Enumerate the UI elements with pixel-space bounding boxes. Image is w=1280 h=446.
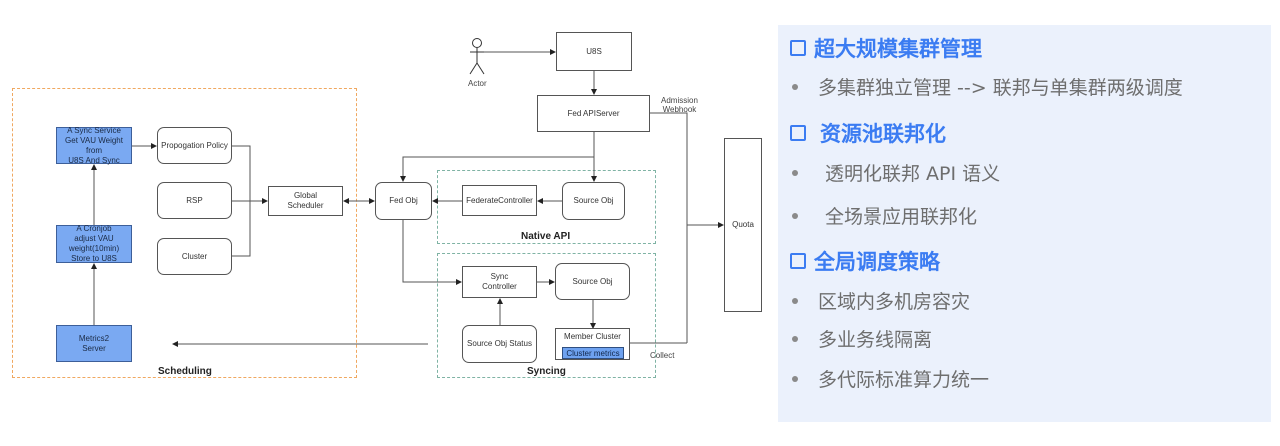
actor-icon: [469, 38, 485, 75]
bullet-icon: [792, 212, 798, 219]
list-item: 全场景应用联邦化: [790, 202, 977, 229]
cluster-metrics-node: Cluster metrics: [562, 347, 624, 359]
collect-label: Collect: [650, 351, 675, 360]
native-api-group: [437, 170, 656, 244]
scheduling-group-label: Scheduling: [158, 366, 212, 377]
cluster-node: Cluster: [157, 238, 232, 275]
syncing-group: [437, 253, 656, 378]
sync-controller-node: Sync Controller: [462, 266, 537, 298]
bullet-icon: [792, 169, 798, 176]
item-text: 全场景应用联邦化: [825, 206, 978, 228]
actor-label: Actor: [468, 79, 487, 88]
quota-node: Quota: [724, 138, 762, 312]
section-heading: 资源池联邦化: [790, 118, 946, 148]
list-item: 多代际标准算力统一: [790, 365, 989, 392]
admission-webhook-label: Admission Webhook: [661, 96, 698, 114]
checkbox-icon: [790, 40, 806, 56]
heading-text: 超大规模集群管理: [814, 37, 982, 61]
bullet-icon: [792, 375, 798, 382]
item-text: 区域内多机房容灾: [818, 291, 971, 313]
edge-fedobj-synccontroller: [402, 220, 462, 285]
section-heading: 全局调度策略: [790, 246, 940, 276]
heading-text: 资源池联邦化: [820, 122, 946, 146]
architecture-diagram: Scheduling Native API Syncing: [12, 32, 762, 378]
fed-obj-node: Fed Obj: [375, 182, 432, 220]
list-item: 多集群独立管理 --> 联邦与单集群两级调度: [790, 73, 1183, 100]
diagram-edges: [91, 38, 724, 347]
source-obj-sync-node: Source Obj: [555, 263, 630, 300]
propogation-policy-node: Propogation Policy: [157, 127, 232, 164]
fed-apiserver-node: Fed APIServer: [537, 95, 650, 132]
bullet-icon: [792, 83, 798, 90]
item-text: 多代际标准算力统一: [818, 369, 990, 391]
edge-apiserver-fedobj: [400, 156, 594, 182]
list-item: 区域内多机房容灾: [790, 287, 970, 314]
feature-panel: 超大规模集群管理 多集群独立管理 --> 联邦与单集群两级调度 资源池联邦化 透…: [778, 25, 1271, 422]
syncing-group-label: Syncing: [527, 366, 566, 377]
metrics2-server-node: Metrics2 Server: [56, 325, 132, 362]
item-text: 透明化联邦 API 语义: [825, 163, 1001, 185]
sync-service-node: A Sync Service Get VAU Weight from U8S A…: [56, 126, 132, 165]
checkbox-icon: [790, 125, 806, 141]
item-text: 多集群独立管理 --> 联邦与单集群两级调度: [818, 77, 1183, 99]
checkbox-icon: [790, 253, 806, 269]
rsp-node: RSP: [157, 182, 232, 219]
bullet-icon: [792, 297, 798, 304]
edge-policy-scheduler: [232, 145, 251, 201]
native-api-group-label: Native API: [521, 231, 571, 242]
u8s-node: U8S: [556, 32, 632, 71]
federate-controller-node: FederateController: [462, 185, 537, 216]
item-text: 多业务线隔离: [818, 329, 933, 351]
global-scheduler-node: Global Scheduler: [268, 186, 343, 216]
member-cluster-label: Member Cluster: [564, 332, 621, 341]
cronjob-node: A Cronjob adjust VAU weight(10min) Store…: [56, 224, 132, 263]
source-obj-status-node: Source Obj Status: [462, 325, 537, 363]
section-heading: 超大规模集群管理: [790, 33, 982, 63]
heading-text: 全局调度策略: [814, 250, 940, 274]
bullet-icon: [792, 335, 798, 342]
edge-cluster-scheduler: [232, 201, 251, 257]
scheduling-group: [12, 88, 357, 378]
source-obj-native-node: Source Obj: [562, 182, 625, 220]
list-item: 多业务线隔离: [790, 325, 932, 352]
edge-webhook-quota: [650, 112, 688, 343]
list-item: 透明化联邦 API 语义: [790, 159, 1000, 186]
